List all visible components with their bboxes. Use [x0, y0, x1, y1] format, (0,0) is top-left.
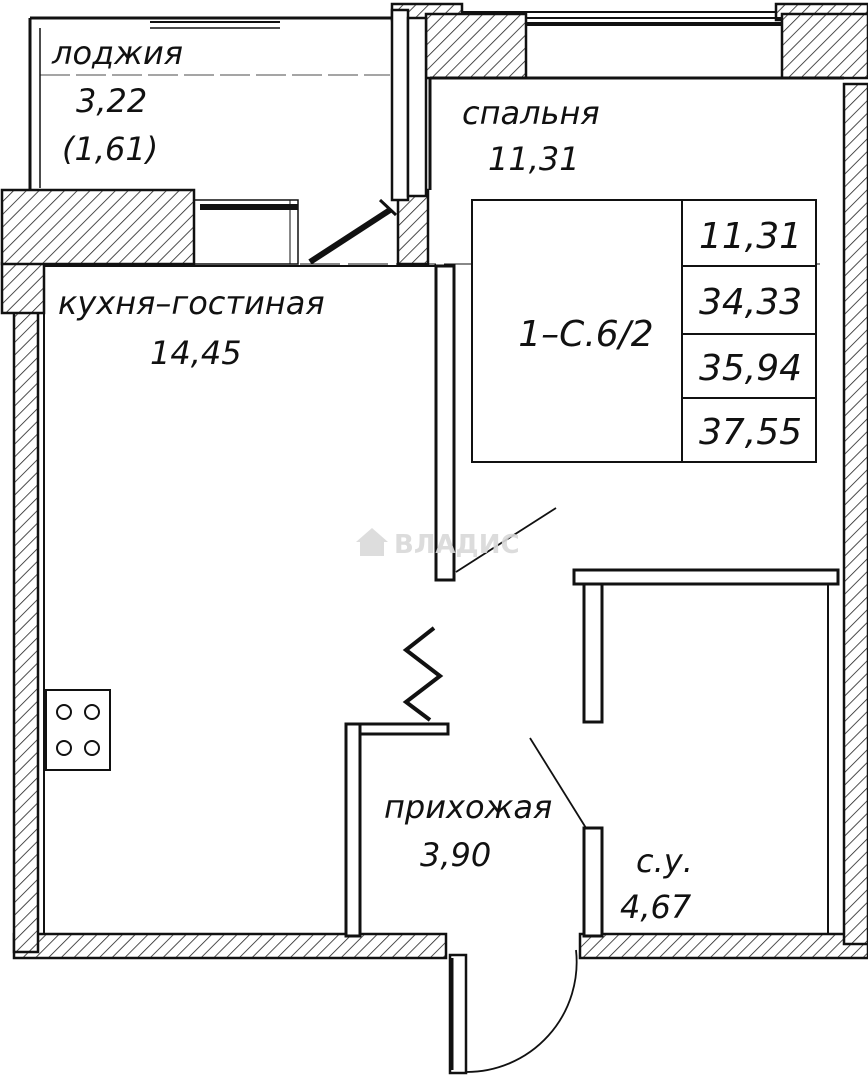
- hallway-area: 3,90: [420, 836, 491, 874]
- zigzag-symbol: [402, 626, 444, 722]
- bedroom-name: спальня: [462, 94, 600, 132]
- loggia-reduced-area: (1,61): [62, 130, 158, 168]
- left-wall: [12, 310, 40, 954]
- watermark: ВЛАДИС: [356, 528, 520, 560]
- loggia-outline: [28, 16, 392, 190]
- door-swings: [448, 507, 587, 1075]
- bedroom-area: 11,31: [488, 140, 580, 178]
- table-value-area-2: 34,33: [699, 282, 802, 323]
- stove-icon: [45, 689, 111, 771]
- house-icon: [356, 528, 388, 556]
- loggia-area: 3,22: [76, 82, 147, 120]
- exterior-walls: [0, 2, 868, 960]
- table-value-area-3: 35,94: [699, 348, 802, 389]
- interior-walls: [44, 76, 844, 938]
- loggia-door: [193, 198, 398, 265]
- table-value-total-area: 37,55: [699, 412, 802, 453]
- loggia-name: лоджия: [51, 34, 183, 72]
- bathroom-area: 4,67: [620, 888, 692, 926]
- loggia-bedroom-partition: [390, 8, 428, 202]
- hallway-name: прихожая: [384, 788, 552, 826]
- kitchen-name: кухня–гостиная: [58, 284, 325, 322]
- watermark-text: ВЛАДИС: [394, 530, 520, 560]
- bathroom-name: с.у.: [636, 842, 693, 880]
- kitchen-area: 14,45: [150, 334, 242, 372]
- apartment-info-table: [471, 199, 817, 463]
- table-value-living-area: 11,31: [699, 216, 802, 257]
- apartment-code: 1–С.6/2: [518, 314, 653, 355]
